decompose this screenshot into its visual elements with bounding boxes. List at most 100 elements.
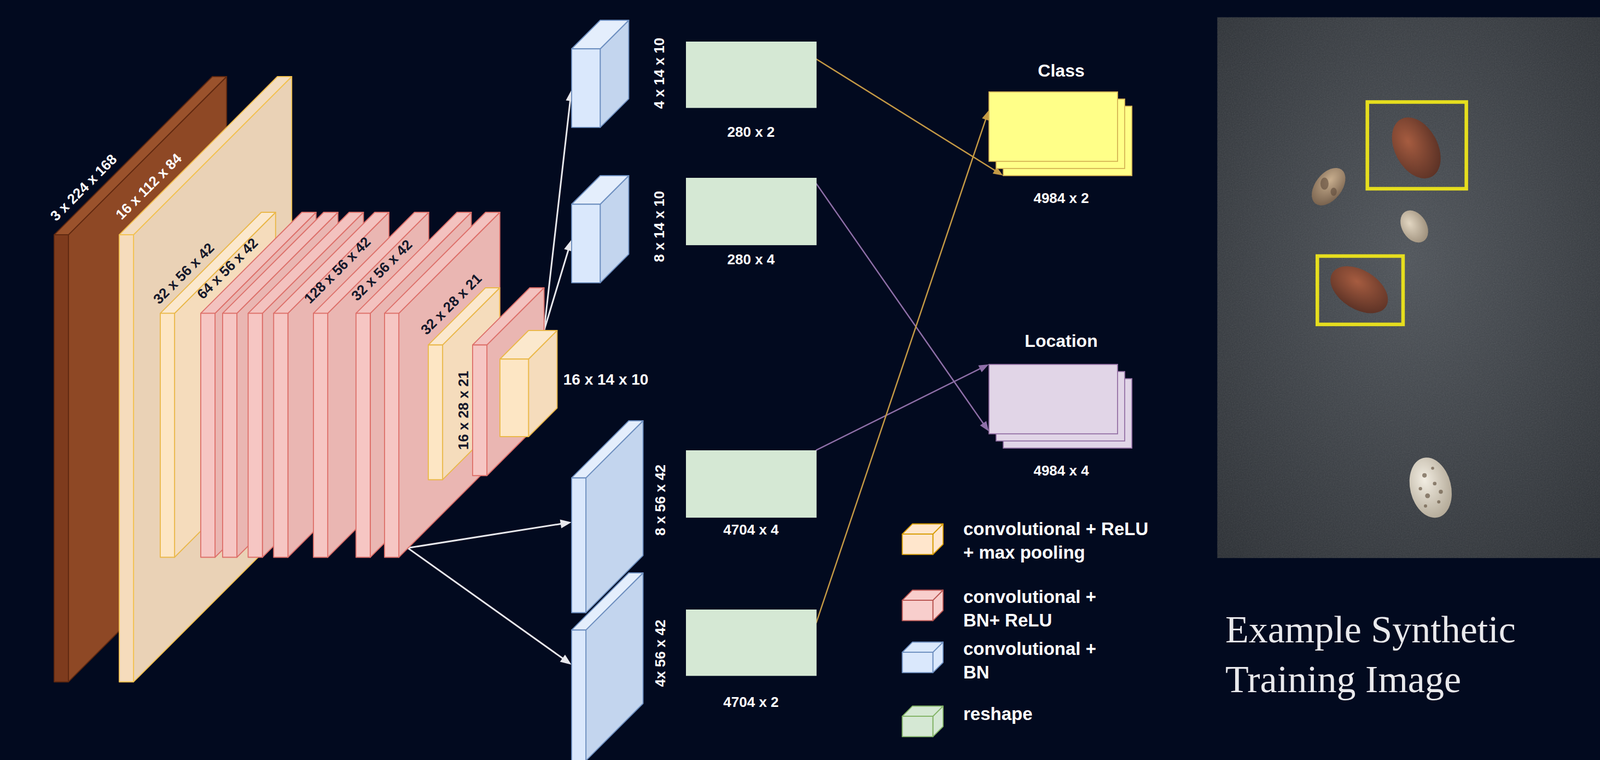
bean-speckle [1320, 177, 1329, 190]
dimension-label: 16 x 28 x 21 [455, 370, 471, 451]
layer-front-face [472, 345, 487, 476]
connector [543, 90, 575, 331]
legend-text: convolutional + BN [963, 638, 1097, 683]
image-caption: Example Synthetic Training Image [1225, 608, 1516, 701]
label-holder: 4984 x 4 [1033, 461, 1089, 479]
layer-front-face [200, 313, 215, 558]
bean-speckle [1330, 187, 1337, 196]
connector [543, 239, 573, 331]
bean [1394, 205, 1435, 248]
output-stack: Class4984 x 2 [988, 91, 1132, 176]
reshape-box: 4704 x 2 [685, 609, 817, 676]
label-holder: 4984 x 2 [1033, 189, 1089, 207]
connector-line [816, 183, 983, 424]
layer-front-face [571, 629, 586, 760]
bean-speckles [1418, 466, 1444, 508]
arrowhead [980, 421, 989, 432]
layer-front-face [222, 313, 237, 558]
layer-front-face [160, 313, 175, 558]
bean [1305, 161, 1353, 212]
layer-block: 8 x 14 x 10 [571, 175, 629, 283]
label-holder: 8 x 56 x 42 [651, 464, 669, 536]
layer-top-face [571, 175, 629, 205]
layer-side-face [398, 212, 500, 558]
reshape-box: 4704 x 4 [685, 450, 817, 518]
photo-ground [1217, 17, 1600, 558]
connector-line [816, 119, 986, 623]
connector-line [816, 59, 995, 171]
layer-front-face [428, 345, 443, 480]
swatch-top [902, 706, 944, 717]
layer-front-face [384, 313, 399, 558]
arrowhead [560, 519, 572, 529]
layer-front-face [571, 49, 601, 128]
connector-line [543, 100, 570, 331]
arrowhead [560, 654, 572, 665]
node-shape [685, 609, 817, 676]
dimension-label: 4 x 14 x 10 [651, 37, 668, 109]
layer-block: 16 x 14 x 10 [499, 330, 557, 437]
reshape-box: 280 x 4 [685, 177, 817, 246]
layer-front-face [356, 313, 371, 558]
label-holder: 4704 x 4 [723, 521, 779, 539]
layer-front-face [119, 234, 134, 682]
label-holder: 4704 x 2 [723, 693, 779, 711]
layer-front-face [571, 477, 586, 613]
legend-swatch [898, 519, 948, 561]
dimension-label: 280 x 2 [727, 123, 776, 140]
label-holder: Class [1037, 60, 1085, 81]
dimension-label: 4984 x 2 [1033, 189, 1089, 206]
swatch-top [902, 589, 944, 601]
connector [816, 364, 989, 451]
dimension-label: 8 x 14 x 10 [651, 190, 668, 263]
dimension-label: 4x 56 x 42 [652, 619, 668, 687]
connector-line [407, 547, 563, 659]
output-sheet [988, 91, 1118, 162]
node-shape [988, 364, 1132, 448]
legend-text: convolutional + ReLU + max pooling [963, 518, 1149, 563]
connector [407, 547, 572, 665]
node-shape [988, 91, 1132, 176]
label-holder: 16 x 14 x 10 [563, 370, 649, 389]
bean [1322, 256, 1397, 323]
reshape-box: 280 x 2 [685, 41, 817, 108]
layer-block: 4x 56 x 42 [571, 572, 644, 760]
connector-line [407, 524, 561, 549]
legend-swatch [898, 637, 948, 679]
swatch-front [902, 716, 933, 737]
layer-top-face [119, 76, 292, 235]
layer-top-face [571, 572, 644, 630]
layer-front-face [54, 234, 69, 682]
layer-front-face [499, 359, 529, 438]
label-holder: 4 x 14 x 10 [650, 37, 668, 109]
dimension-label: 4704 x 4 [723, 521, 779, 538]
legend-text: convolutional + BN+ ReLU [963, 586, 1097, 631]
connector [816, 59, 1003, 176]
output-heading: Class [1037, 60, 1085, 80]
layer-top-face [499, 330, 557, 359]
label-holder: 280 x 4 [727, 250, 776, 268]
node-shape [685, 450, 817, 518]
dimension-label: 4984 x 4 [1033, 462, 1089, 479]
caption-holder: Example Synthetic Training Image [1225, 604, 1592, 704]
node-shape [499, 330, 557, 437]
label-holder: 16 x 28 x 21 [454, 370, 472, 451]
layer-front-face [313, 313, 328, 558]
node-shape [571, 175, 629, 283]
reshape-rect [685, 177, 817, 246]
dimension-label: 4704 x 2 [723, 694, 779, 711]
layer-front-face [273, 313, 288, 558]
swatch-front [902, 652, 933, 673]
node-shape [571, 572, 644, 760]
node-shape [571, 20, 629, 128]
label-holder: Location [1024, 330, 1098, 352]
output-stack: Location4984 x 4 [988, 364, 1132, 448]
detection-box [1367, 101, 1467, 189]
dimension-label: 16 x 14 x 10 [563, 371, 649, 389]
label-holder: 8 x 14 x 10 [650, 190, 668, 263]
swatch-front [902, 533, 933, 555]
dimension-label: 280 x 4 [727, 251, 776, 267]
layer-front-face [571, 204, 601, 283]
layer-top-face [571, 20, 629, 49]
